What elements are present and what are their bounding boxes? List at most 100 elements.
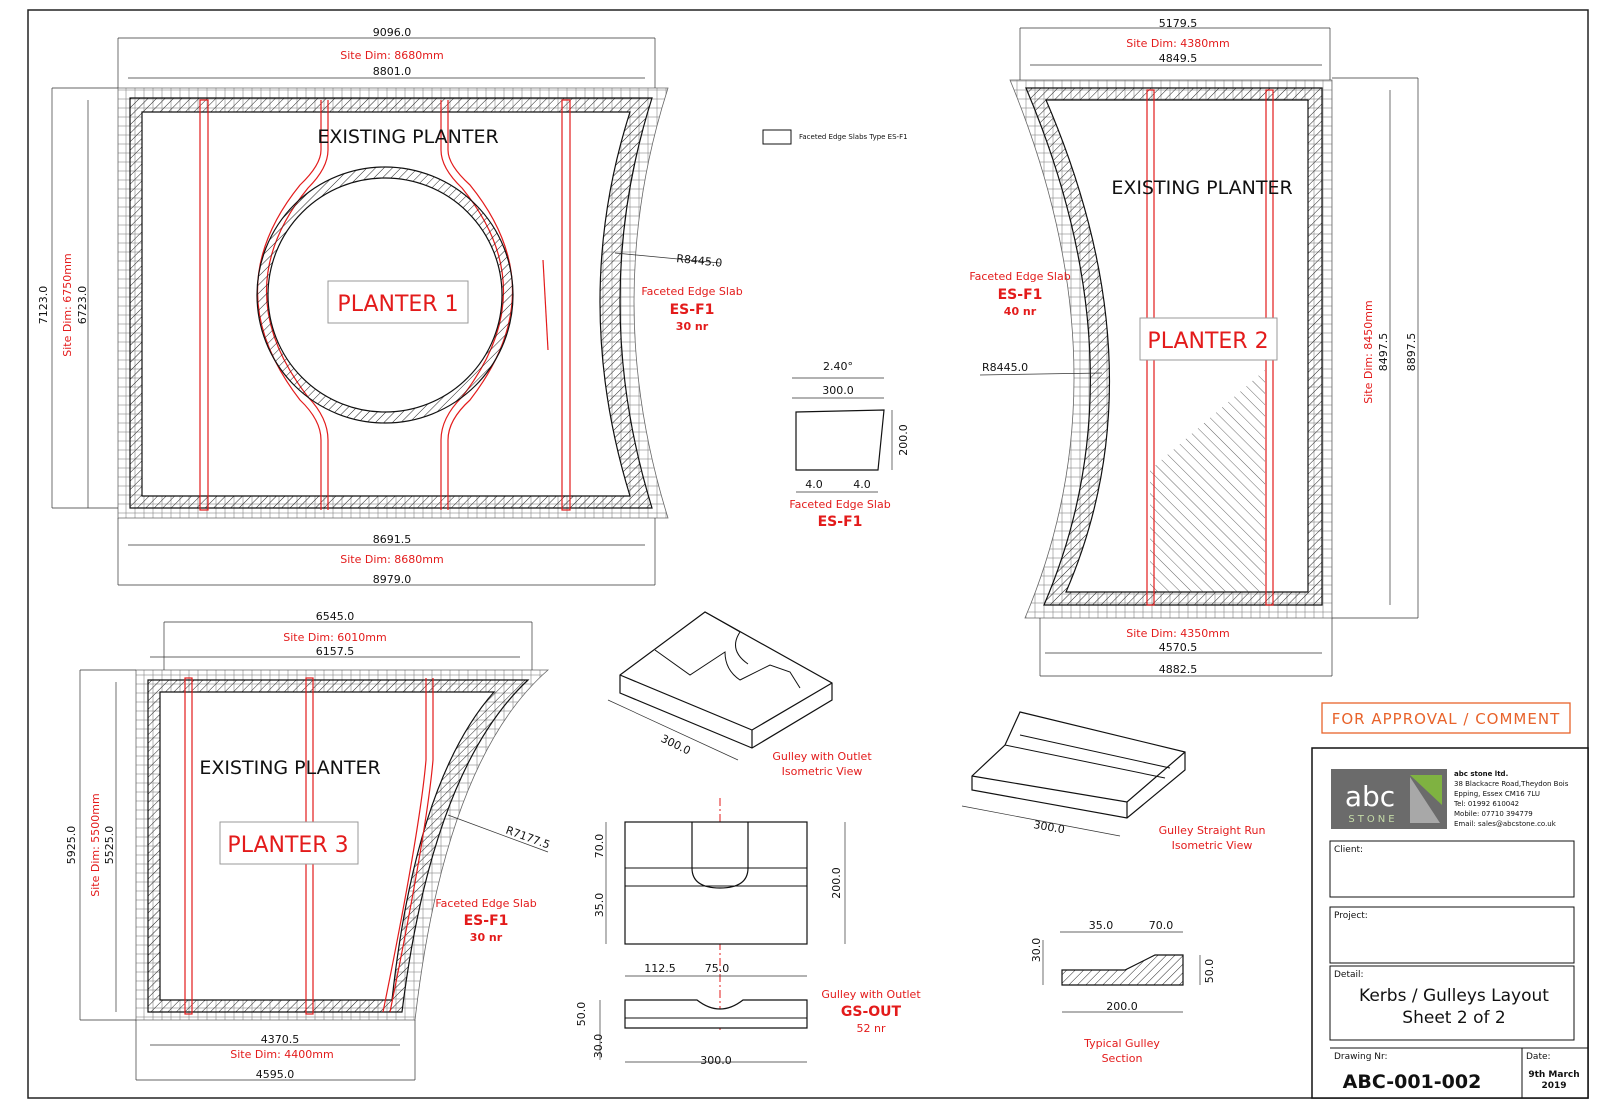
p2-bottom-inner: 4570.5 xyxy=(1159,641,1198,654)
planter-3-existing: EXISTING PLANTER xyxy=(199,757,380,779)
title-block: abc STONE abc stone ltd. 38 Blackacre Ro… xyxy=(1311,747,1589,1099)
go-title3: 52 nr xyxy=(857,1022,886,1035)
p1-slab-line2: ES-F1 xyxy=(670,302,715,318)
iso-outlet-cap1: Gulley with Outlet xyxy=(772,750,872,763)
p2-slab-line3: 40 nr xyxy=(1004,305,1037,318)
p2-slab-line2: ES-F1 xyxy=(998,287,1043,303)
go-d70: 70.0 xyxy=(593,834,606,859)
tb-addr1: 38 Blackacre Road,Theydon Bois xyxy=(1454,780,1569,788)
slab-height: 200.0 xyxy=(897,424,910,456)
tb-detail-label: Detail: xyxy=(1334,970,1364,980)
p2-top-inner: 4849.5 xyxy=(1159,52,1198,65)
gs-cap2: Section xyxy=(1102,1052,1143,1065)
go-d50: 50.0 xyxy=(575,1002,588,1027)
p1-bottom-inner: 8691.5 xyxy=(373,533,412,546)
planter-3: EXISTING PLANTER PLANTER 3 6545.0 Site D… xyxy=(65,610,552,1081)
iso-outlet-cap2: Isometric View xyxy=(782,765,863,778)
p3-left-outer: 5925.0 xyxy=(65,826,78,865)
tb-email: Email: sales@abcstone.co.uk xyxy=(1454,820,1557,828)
p1-bottom-outer: 8979.0 xyxy=(373,573,412,586)
p1-top-inner: 8801.0 xyxy=(373,65,412,78)
gs-d30: 30.0 xyxy=(1030,938,1043,963)
p3-radius: R7177.5 xyxy=(504,824,552,852)
p3-left-inner: 5525.0 xyxy=(103,826,116,865)
gulley-section: 35.0 70.0 30.0 50.0 200.0 Typical Gulley… xyxy=(1030,919,1216,1065)
p3-left-site: Site Dim: 5500mm xyxy=(89,793,102,897)
p1-left-inner: 6723.0 xyxy=(76,286,89,325)
p2-radius: R8445.0 xyxy=(982,361,1028,374)
p1-slab-line1: Faceted Edge Slab xyxy=(641,285,742,298)
tb-drawing-nr: ABC-001-002 xyxy=(1343,1071,1482,1093)
tb-tel: Tel: 01992 610042 xyxy=(1453,800,1519,808)
go-d35: 35.0 xyxy=(593,893,606,918)
tb-mobile: Mobile: 07710 394779 xyxy=(1454,810,1533,818)
tb-detail1: Kerbs / Gulleys Layout xyxy=(1359,986,1549,1006)
iso-straight-dim: 300.0 xyxy=(1032,818,1065,836)
tb-company: abc stone ltd. xyxy=(1454,770,1508,778)
p3-bottom-inner: 4370.5 xyxy=(261,1033,300,1046)
gs-d70: 70.0 xyxy=(1149,919,1174,932)
p2-bottom-site: Site Dim: 4350mm xyxy=(1126,627,1230,640)
slab-title1: Faceted Edge Slab xyxy=(789,498,890,511)
p1-slab-line3: 30 nr xyxy=(676,320,709,333)
logo-sub: STONE xyxy=(1348,814,1397,825)
p2-slab-line1: Faceted Edge Slab xyxy=(969,270,1070,283)
iso-outlet-dim: 300.0 xyxy=(659,732,693,757)
planter-1-label: PLANTER 1 xyxy=(337,292,458,317)
tb-client-label: Client: xyxy=(1334,845,1363,855)
p3-slab-line1: Faceted Edge Slab xyxy=(435,897,536,910)
go-d300: 300.0 xyxy=(700,1054,732,1067)
tb-addr2: Epping, Essex CM16 7LU xyxy=(1454,790,1540,798)
go-title1: Gulley with Outlet xyxy=(821,988,921,1001)
legend-label: Faceted Edge Slabs Type ES-F1 xyxy=(799,133,908,141)
gs-d35: 35.0 xyxy=(1089,919,1114,932)
p3-bottom-outer: 4595.0 xyxy=(256,1068,295,1081)
tb-date-label: Date: xyxy=(1526,1052,1551,1062)
logo-main: abc xyxy=(1345,780,1395,813)
p1-left-outer: 7123.0 xyxy=(37,286,50,325)
slab-right: 4.0 xyxy=(853,478,871,491)
p2-top-outer: 5179.5 xyxy=(1159,17,1198,30)
planter-2: EXISTING PLANTER PLANTER 2 5179.5 Site D… xyxy=(969,17,1419,677)
slab-width: 300.0 xyxy=(822,384,854,397)
tb-date1: 9th March xyxy=(1528,1070,1579,1080)
p2-right-site: Site Dim: 8450mm xyxy=(1362,300,1375,404)
slab-title2: ES-F1 xyxy=(818,514,863,530)
slab-detail: 2.40° 300.0 200.0 4.0 4.0 Faceted Edge S… xyxy=(789,360,910,530)
gs-d200: 200.0 xyxy=(1106,1000,1138,1013)
iso-outlet: 300.0 Gulley with Outlet Isometric View xyxy=(607,611,872,778)
p3-bottom-site: Site Dim: 4400mm xyxy=(230,1048,334,1061)
iso-straight-cap1: Gulley Straight Run xyxy=(1159,824,1266,837)
p2-top-site: Site Dim: 4380mm xyxy=(1126,37,1230,50)
p1-top-outer: 9096.0 xyxy=(373,26,412,39)
p3-top-site: Site Dim: 6010mm xyxy=(283,631,387,644)
approval-text: FOR APPROVAL / COMMENT xyxy=(1332,710,1560,728)
p1-left-site: Site Dim: 6750mm xyxy=(61,253,74,357)
p1-radius: R8445.0 xyxy=(676,252,723,270)
tb-project-label: Project: xyxy=(1334,911,1368,921)
approval-stamp: FOR APPROVAL / COMMENT xyxy=(1321,702,1571,734)
p1-top-site: Site Dim: 8680mm xyxy=(340,49,444,62)
p3-top-outer: 6545.0 xyxy=(316,610,355,623)
planter-2-label: PLANTER 2 xyxy=(1147,329,1268,354)
go-d200: 200.0 xyxy=(830,867,843,899)
p1-bottom-site: Site Dim: 8680mm xyxy=(340,553,444,566)
planter-1-existing: EXISTING PLANTER xyxy=(317,126,498,148)
iso-straight: 300.0 Gulley Straight Run Isometric View xyxy=(961,711,1266,852)
sheet-border xyxy=(27,9,1589,1099)
go-d112: 112.5 xyxy=(644,962,676,975)
tb-drawing-label: Drawing Nr: xyxy=(1334,1052,1388,1062)
p2-bottom-outer: 4882.5 xyxy=(1159,663,1198,676)
p2-right-inner: 8497.5 xyxy=(1377,333,1390,372)
tb-detail2: Sheet 2 of 2 xyxy=(1402,1008,1505,1028)
gs-cap1: Typical Gulley xyxy=(1083,1037,1160,1050)
slab-left: 4.0 xyxy=(805,478,823,491)
gulley-outlet: 70.0 35.0 200.0 112.5 75.0 50.0 30.0 300… xyxy=(575,798,921,1067)
p3-slab-line3: 30 nr xyxy=(470,931,503,944)
planter-3-label: PLANTER 3 xyxy=(227,833,348,858)
planter-1: PLANTER 1 EXISTING PLANTER 9096.0 Site D… xyxy=(37,26,743,586)
tb-date2: 2019 xyxy=(1541,1081,1566,1091)
p3-slab-line2: ES-F1 xyxy=(464,913,509,929)
legend: Faceted Edge Slabs Type ES-F1 xyxy=(762,129,908,145)
